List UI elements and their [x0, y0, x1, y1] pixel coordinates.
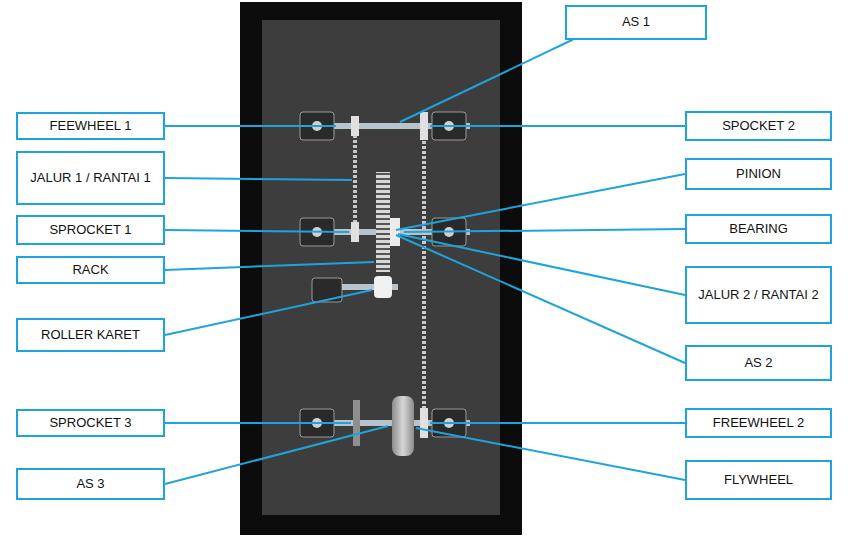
callout-text-group: FEEWHEEL 1: [50, 118, 132, 134]
leader-line: [165, 262, 374, 270]
callout-text-group: JALUR 2 / RANTAI 2: [698, 287, 818, 303]
callout-box: FLYWHEEL: [685, 460, 832, 500]
callout-text: BEARING: [729, 221, 788, 237]
leader-line: [400, 40, 573, 123]
leader-line: [165, 422, 351, 424]
callout-text-group: BEARING: [729, 221, 788, 237]
chain-1: [353, 120, 357, 238]
leader-line: [165, 125, 336, 127]
callout-text: FREEWHEEL 2: [713, 415, 804, 431]
leader-line: [396, 174, 685, 230]
leader-line: [416, 428, 685, 480]
leader-line: [165, 230, 349, 232]
callout-box: JALUR 2 / RANTAI 2: [685, 266, 832, 324]
callout-text: RACK: [72, 262, 108, 278]
callout-text: SPOCKET 2: [722, 118, 795, 134]
callout-text: ROLLER KARET: [41, 327, 140, 343]
freewheel-2: [420, 408, 428, 438]
leader-line: [430, 125, 685, 127]
callout-text: SPROCKET 1: [49, 222, 131, 238]
callout-box: SPOCKET 2: [685, 111, 832, 141]
callout-text-group: SPOCKET 2: [722, 118, 795, 134]
leader-line: [404, 229, 685, 232]
callout-box: RACK: [16, 256, 165, 284]
freewheel-1: [351, 116, 359, 136]
callout-box: AS 2: [685, 345, 832, 381]
callout-text: JALUR 2 / RANTAI 2: [698, 287, 818, 303]
callout-text: AS 2: [744, 355, 772, 371]
frame-inner: [262, 20, 500, 515]
leader-line: [430, 422, 685, 424]
callout-box: AS 3: [16, 468, 165, 500]
sprocket-1: [351, 222, 359, 242]
callout-text: JALUR 1 / RANTAI 1: [30, 170, 150, 186]
callout-text-group: AS 3: [76, 476, 104, 492]
sprocket-3: [353, 400, 360, 446]
callout-text: FLYWHEEL: [724, 472, 793, 488]
frame-outer: [240, 2, 522, 535]
callout-text-group: AS 1: [622, 14, 650, 30]
rack: [376, 172, 390, 272]
leader-line: [165, 426, 388, 484]
callout-box: AS 1: [565, 5, 707, 40]
leader-line: [165, 178, 352, 180]
callout-text-group: JALUR 1 / RANTAI 1: [30, 170, 150, 186]
sprocket-2: [420, 112, 428, 140]
leader-line: [165, 290, 372, 335]
callout-text-group: ROLLER KARET: [41, 327, 140, 343]
callout-text-group: PINION: [736, 166, 781, 182]
callout-text: FEEWHEEL 1: [50, 118, 132, 134]
chain-2: [422, 116, 426, 432]
callout-box: PINION: [685, 158, 832, 190]
flywheel: [392, 396, 414, 456]
callout-text: AS 3: [76, 476, 104, 492]
leader-line: [396, 235, 685, 363]
bearing-bores: [312, 121, 454, 428]
callout-text: SPROCKET 3: [49, 415, 131, 431]
callout-box: BEARING: [685, 214, 832, 244]
callout-text-group: FLYWHEEL: [724, 472, 793, 488]
callout-text-group: SPROCKET 1: [49, 222, 131, 238]
callout-text-group: AS 2: [744, 355, 772, 371]
leader-line: [398, 234, 685, 295]
callout-box: SPROCKET 1: [16, 215, 165, 245]
callout-text: PINION: [736, 166, 781, 182]
callout-text: AS 1: [622, 14, 650, 30]
callout-text-group: RACK: [72, 262, 108, 278]
callout-text-group: SPROCKET 3: [49, 415, 131, 431]
callout-text-group: FREEWHEEL 2: [713, 415, 804, 431]
callout-box: SPROCKET 3: [16, 409, 165, 437]
bearing-blocks: [300, 112, 466, 437]
rubber-roller: [374, 276, 392, 298]
callout-box: ROLLER KARET: [16, 318, 165, 352]
callout-box: JALUR 1 / RANTAI 1: [16, 151, 165, 205]
callout-box: FREEWHEEL 2: [685, 408, 832, 438]
callout-box: FEEWHEEL 1: [16, 112, 165, 140]
